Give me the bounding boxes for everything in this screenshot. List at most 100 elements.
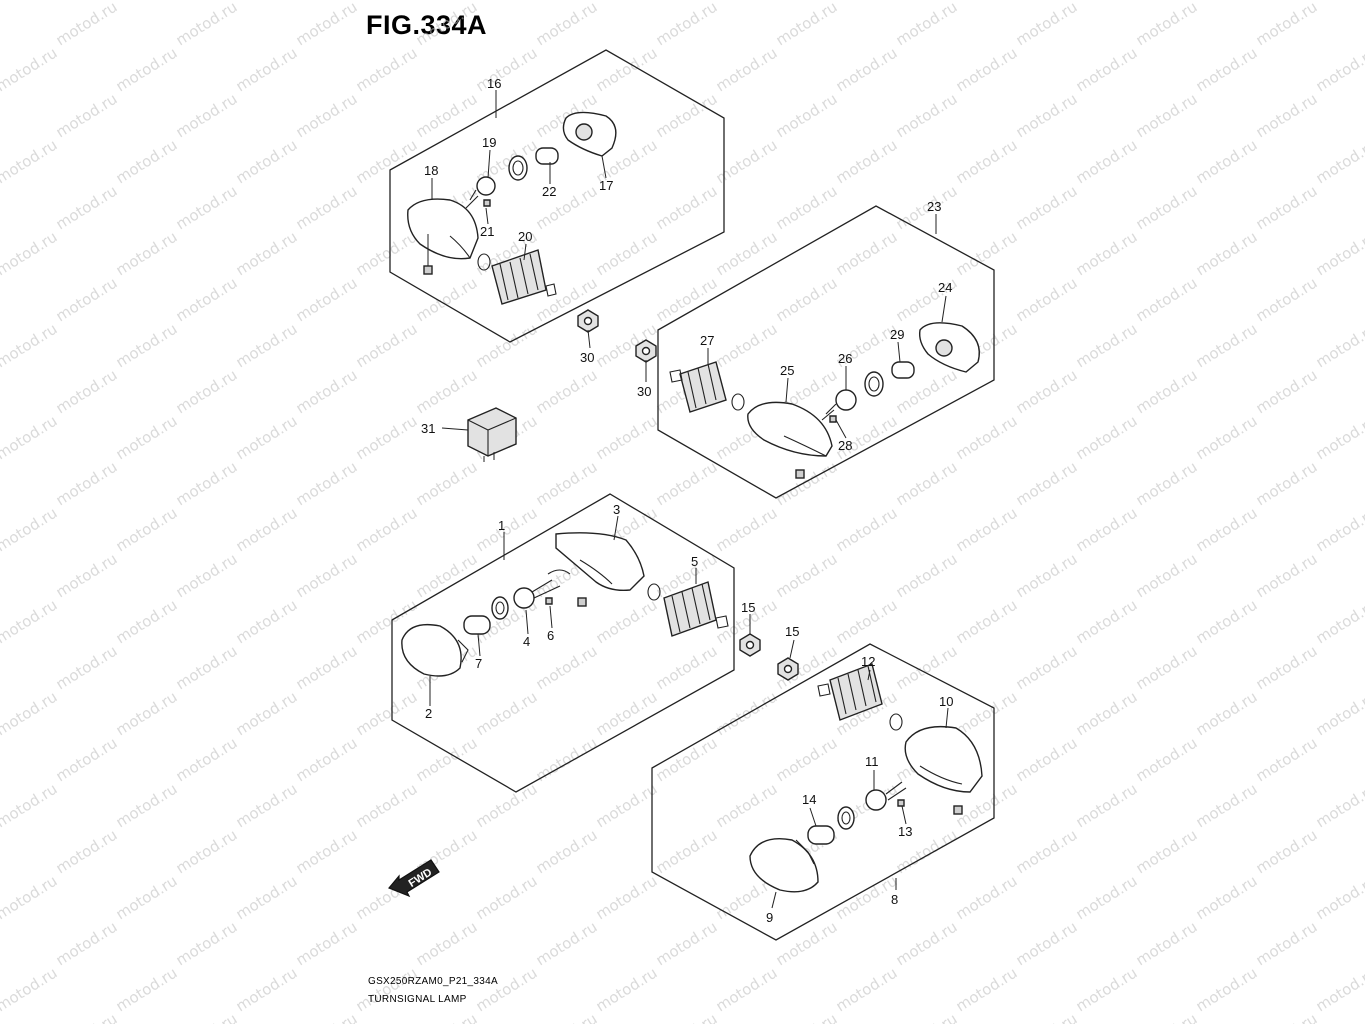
callout-2: 2 (425, 706, 432, 721)
watermark-text: motod.ru (773, 1010, 841, 1024)
watermark-text: motod.ru (0, 596, 60, 648)
socket-4 (513, 569, 571, 609)
nut-30-left (577, 309, 599, 333)
watermark-text: motod.ru (1013, 0, 1081, 49)
watermark-text: motod.ru (1133, 458, 1201, 510)
watermark-text: motod.ru (1253, 90, 1321, 142)
watermark-text: motod.ru (653, 0, 721, 49)
watermark-text: motod.ru (113, 0, 181, 3)
watermark-text: motod.ru (1193, 412, 1261, 464)
watermark-text: motod.ru (0, 780, 60, 832)
watermark-text: motod.ru (593, 412, 661, 464)
watermark-text: motod.ru (773, 274, 841, 326)
watermark-text: motod.ru (1073, 780, 1141, 832)
watermark-text: motod.ru (413, 550, 481, 602)
callout-3: 3 (613, 502, 620, 517)
watermark-text: motod.ru (713, 0, 781, 3)
relay-31 (467, 407, 517, 462)
watermark-text: motod.ru (773, 90, 841, 142)
watermark-text: motod.ru (53, 918, 121, 970)
watermark-text: motod.ru (353, 688, 421, 740)
watermark-text: motod.ru (1193, 0, 1261, 3)
watermark-text: motod.ru (1073, 688, 1141, 740)
watermark-text: motod.ru (1193, 228, 1261, 280)
watermark-text: motod.ru (113, 964, 181, 1016)
watermark-text: motod.ru (1073, 0, 1141, 3)
watermark-text: motod.ru (1133, 90, 1201, 142)
watermark-text: motod.ru (293, 550, 361, 602)
watermark-text: motod.ru (1193, 780, 1261, 832)
watermark-text: motod.ru (1013, 90, 1081, 142)
figure-caption: TURNSIGNAL LAMP (368, 994, 467, 1005)
watermark-text: motod.ru (833, 44, 901, 96)
watermark-text: motod.ru (953, 412, 1021, 464)
watermark-text: motod.ru (593, 780, 661, 832)
watermark-text: motod.ru (113, 44, 181, 96)
watermark-text: motod.ru (1193, 44, 1261, 96)
watermark-text: motod.ru (113, 136, 181, 188)
watermark-text: motod.ru (173, 274, 241, 326)
watermark-text: motod.ru (1133, 550, 1201, 602)
watermark-text: motod.ru (773, 458, 841, 510)
assembly-box-16 (389, 49, 725, 343)
watermark-text: motod.ru (533, 826, 601, 878)
watermark-text: motod.ru (293, 1010, 361, 1024)
callout-10: 10 (939, 694, 953, 709)
watermark-text: motod.ru (773, 550, 841, 602)
forward-direction-arrow: FWD (385, 850, 445, 898)
watermark-text: motod.ru (773, 918, 841, 970)
watermark-text: motod.ru (353, 320, 421, 372)
watermark-text: motod.ru (1313, 44, 1365, 96)
watermark-text: motod.ru (0, 504, 60, 556)
watermark-text: motod.ru (593, 596, 661, 648)
watermark-text: motod.ru (1013, 734, 1081, 786)
watermark-text: motod.ru (53, 0, 121, 49)
watermark-text: motod.ru (893, 0, 961, 49)
watermark-text: motod.ru (1073, 44, 1141, 96)
assembly-box-8 (651, 643, 995, 941)
watermark-text: motod.ru (1313, 228, 1365, 280)
watermark-text: motod.ru (1313, 412, 1365, 464)
watermark-text: motod.ru (233, 504, 301, 556)
watermark-text: motod.ru (773, 734, 841, 786)
callout-9: 9 (766, 910, 773, 925)
callout-5: 5 (691, 554, 698, 569)
watermark-text: motod.ru (53, 734, 121, 786)
watermark-text: motod.ru (53, 274, 121, 326)
watermark-text: motod.ru (713, 44, 781, 96)
watermark-text: motod.ru (353, 504, 421, 556)
watermark-text: motod.ru (0, 320, 60, 372)
watermark-text: motod.ru (113, 320, 181, 372)
watermark-text: motod.ru (293, 366, 361, 418)
watermark-text: motod.ru (593, 0, 661, 3)
socket-19 (465, 176, 496, 209)
watermark-text: motod.ru (353, 228, 421, 280)
watermark-text: motod.ru (1253, 642, 1321, 694)
lens-2 (401, 623, 469, 677)
watermark-text: motod.ru (173, 826, 241, 878)
watermark-text: motod.ru (413, 1010, 481, 1024)
watermark-text: motod.ru (1073, 872, 1141, 924)
watermark-text: motod.ru (953, 872, 1021, 924)
callout-30b: 30 (637, 384, 651, 399)
watermark-text: motod.ru (233, 320, 301, 372)
callout-23: 23 (927, 199, 941, 214)
watermark-text: motod.ru (1253, 458, 1321, 510)
callout-30a: 30 (580, 350, 594, 365)
watermark-text: motod.ru (1073, 228, 1141, 280)
watermark-text: motod.ru (1313, 136, 1365, 188)
watermark-text: motod.ru (173, 734, 241, 786)
watermark-text: motod.ru (773, 182, 841, 234)
watermark-text: motod.ru (1253, 0, 1321, 49)
watermark-text: motod.ru (173, 918, 241, 970)
watermark-text: motod.ru (413, 274, 481, 326)
watermark-text: motod.ru (113, 412, 181, 464)
callout-25: 25 (780, 363, 794, 378)
watermark-text: motod.ru (593, 872, 661, 924)
watermark-text: motod.ru (533, 1010, 601, 1024)
watermark-text: motod.ru (413, 918, 481, 970)
bulb-14 (807, 825, 835, 845)
leader-lines (429, 90, 949, 909)
watermark-text: motod.ru (53, 182, 121, 234)
